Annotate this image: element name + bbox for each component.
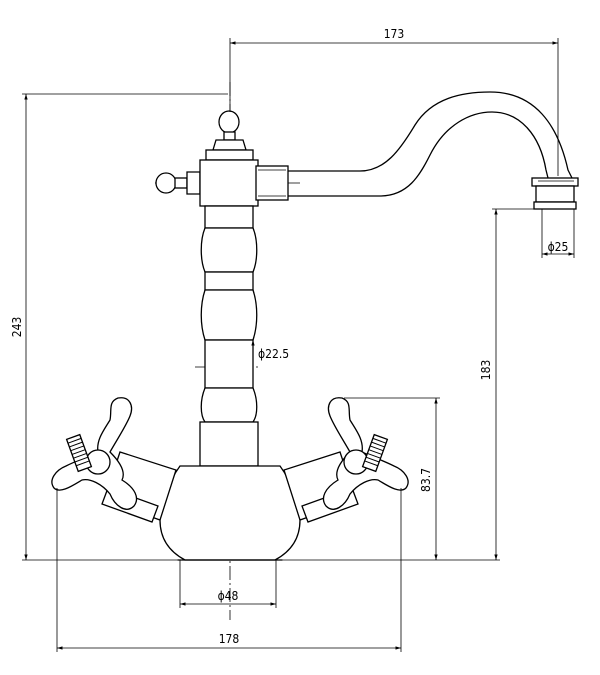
dim-body-diameter-label: ϕ22.5 <box>258 347 289 361</box>
side-cap <box>155 171 201 195</box>
dim-handle-height: 83.7 <box>344 397 440 560</box>
base-body <box>159 465 301 561</box>
column-body <box>199 159 289 467</box>
left-handle <box>51 397 177 523</box>
dim-total-height-label: 243 <box>10 317 24 338</box>
dim-body-diameter: ϕ22.5 <box>251 340 289 380</box>
dim-base-diameter: ϕ48 <box>179 560 277 608</box>
dim-overall-width-label: 178 <box>219 632 240 646</box>
dim-outlet-diameter-label: ϕ25 <box>548 240 569 254</box>
right-handle <box>283 397 409 523</box>
dim-total-height: 243 <box>10 93 228 561</box>
spout <box>285 91 579 210</box>
dim-spout-reach: 173 <box>229 27 559 176</box>
dim-handle-height-label: 83.7 <box>419 468 433 492</box>
dim-outlet-height: 183 <box>282 208 536 561</box>
dim-outlet-diameter: ϕ25 <box>541 209 575 258</box>
dim-outlet-height-label: 183 <box>479 360 493 381</box>
dim-overall-width: 178 <box>56 488 402 652</box>
dim-spout-reach-label: 173 <box>384 27 405 41</box>
dim-base-diameter-label: ϕ48 <box>218 589 239 603</box>
top-finial <box>205 110 254 161</box>
